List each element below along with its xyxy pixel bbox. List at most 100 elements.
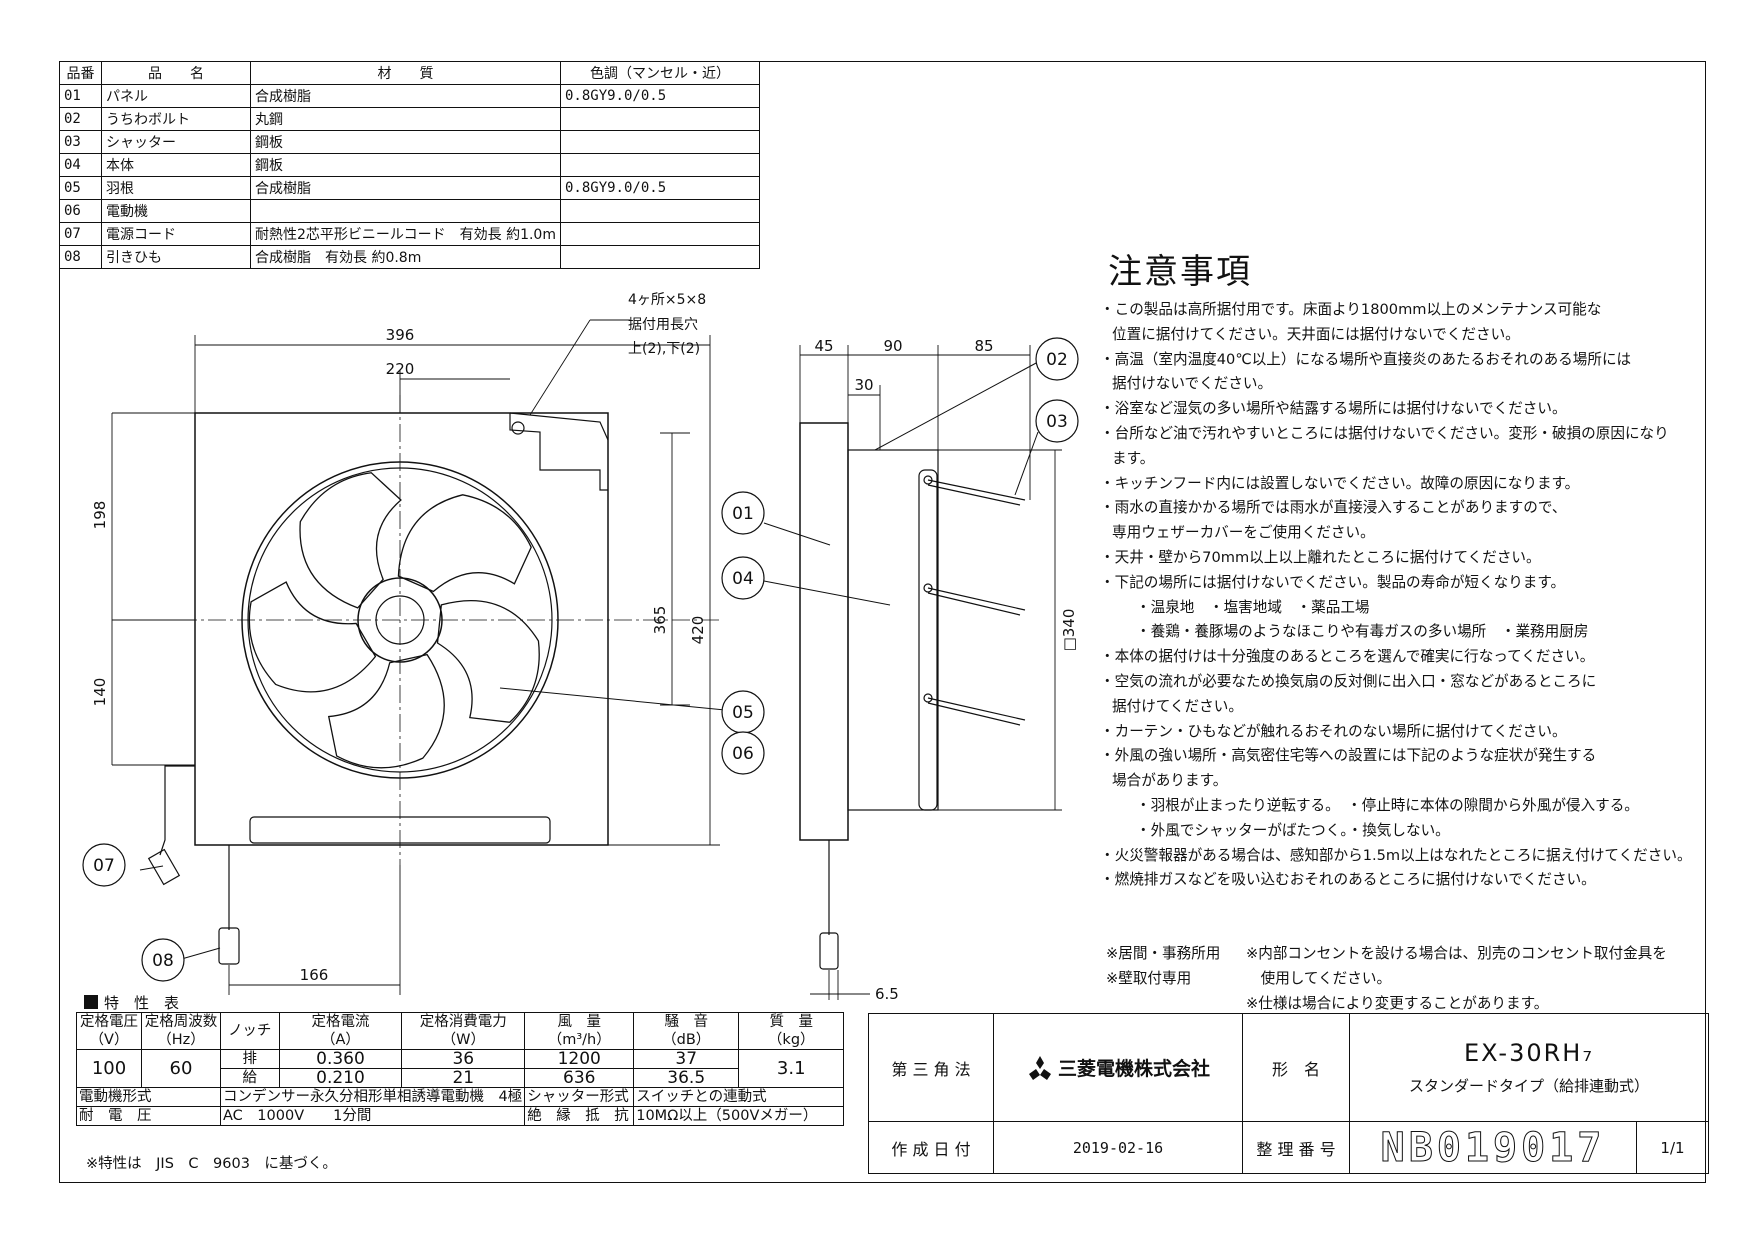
part-no: 02	[59, 107, 102, 131]
mount-hole	[511, 421, 525, 435]
spec-table: 定格電圧（V） 定格周波数（Hz） ノッチ 定格電流（A） 定格消費電力（W） …	[76, 1012, 845, 1126]
table-row: 電動機形式 コンデンサー永久分相形単相誘導電動機 4極 シャッター形式 スイッチ…	[76, 1087, 845, 1107]
front-dimensions	[111, 319, 720, 995]
spec-insulation-value: 10MΩ以上（500Vメガー）	[633, 1106, 845, 1126]
footnotes: ※居間・事務所用※内部コンセントを設ける場合は、別売のコンセント取付金具を ※壁…	[1106, 942, 1667, 1016]
table-row: 給 0.210 21 636 36.5	[77, 1068, 844, 1088]
mount-note-3: 上(2),下(2)	[628, 341, 700, 357]
note-line: ・本体の据付けは十分強度のあるところを選んで確実に行なってください。	[1100, 648, 1595, 666]
dim-30: 30	[854, 376, 873, 394]
power-cord	[159, 765, 195, 856]
spec-noise: 37	[633, 1049, 740, 1069]
callout-04: 04	[732, 569, 754, 589]
footnote-value: ※内部コンセントを設ける場合は、別売のコンセント取付金具を	[1246, 945, 1667, 962]
spec-motor-value: コンデンサー永久分相形単相誘導電動機 4極	[219, 1087, 526, 1107]
spec-voltage: 100	[76, 1049, 142, 1088]
spec-h-voltage: 定格電圧（V）	[76, 1012, 142, 1050]
panel-top-right	[509, 412, 609, 441]
note-line: ・雨水の直接かかる場所では雨水が直接浸入することがありますので、	[1100, 499, 1567, 517]
spec-airflow: 636	[524, 1068, 635, 1088]
shutter-plate	[918, 469, 938, 811]
note-line: ・外風の強い場所・高気密住宅等への設置には下記のような症状が発生する	[1100, 747, 1597, 765]
fan-hub	[357, 577, 443, 663]
front-view: 396 220 198 140 365 420 166 4ヶ所×5×8 据付用長…	[91, 292, 720, 995]
note-line: ・下記の場所には据付けないでください。製品の寿命が短くなります。	[1100, 573, 1566, 591]
spec-h-noise: 騒 音（dB）	[633, 1012, 740, 1050]
side-pull-knob	[819, 932, 839, 970]
spec-airflow: 1200	[524, 1049, 635, 1069]
date-value: 2019-02-16	[993, 1121, 1243, 1174]
part-material: 鋼板	[250, 153, 561, 177]
part-color: 0.8GY9.0/0.5	[559, 84, 760, 108]
spec-h-mass: 質 量（kg）	[738, 1012, 845, 1050]
mitsubishi-logo-icon	[1028, 1055, 1051, 1080]
side-view: 45 90 85 30 □340 6.5	[799, 337, 1078, 1003]
fan-blade	[299, 472, 402, 609]
note-line: ・キッチンフード内には設置しないでください。故障の原因になります。	[1100, 474, 1580, 492]
mount-note-1: 4ヶ所×5×8	[628, 292, 706, 308]
dim-140: 140	[91, 678, 109, 707]
dim-365: 365	[651, 606, 669, 635]
note-line: ます。	[1112, 449, 1155, 467]
footnote-row: ※壁取付専用 使用してください。	[1106, 967, 1667, 992]
mount-note-2: 据付用長穴	[628, 317, 698, 333]
cord-plug	[147, 848, 181, 886]
callout-08: 08	[152, 951, 174, 971]
callout-03: 03	[1046, 412, 1068, 432]
caution-notes: 注意事項 ・この製品は高所据付用です。床面より1800mm以上のメンテナンス可能…	[1100, 250, 1700, 893]
spec-h-airflow: 風 量（m³/h）	[524, 1012, 635, 1050]
table-row: 100 60 排 0.360 36 1200 37 3.1	[76, 1049, 845, 1088]
note-line: ・燃焼排ガスなどを吸い込むおそれのあるところに据付けないでください。	[1100, 871, 1596, 889]
callout-06: 06	[732, 744, 754, 764]
dim-45: 45	[814, 337, 833, 355]
part-name: 電源コード	[101, 222, 251, 246]
spec-withstand-value: AC 1000V 1分間	[219, 1106, 526, 1126]
spec-shutter-label: シャッター形式	[524, 1087, 635, 1107]
fan-blade	[327, 653, 445, 769]
note-line: ・天井・壁から70mm以上以上離れたところに据付けてください。	[1100, 548, 1541, 566]
spec-motor-label: 電動機形式	[76, 1087, 221, 1107]
note-line: ・外風でシャッターがばたつく。・換気しない。	[1136, 821, 1450, 839]
note-line: ・空気の流れが必要なため換気扇の反対側に出入口・窓などがあるところに	[1100, 672, 1597, 690]
shutter-pivot	[923, 693, 933, 703]
part-material: 合成樹脂 有効長 約0.8m	[250, 245, 561, 269]
part-no: 08	[59, 245, 102, 269]
dim-420: 420	[689, 616, 707, 645]
spec-notch: 排	[220, 1049, 280, 1069]
fan-blade	[436, 600, 540, 723]
part-material: 耐熱性2芯平形ビニールコード 有効長 約1.0m	[250, 222, 561, 246]
company-cell: 三菱電機株式会社	[993, 1013, 1243, 1122]
spec-freq: 60	[141, 1049, 221, 1088]
model-cell: EX-30RH₇ スタンダードタイプ（給排連動式）	[1349, 1013, 1709, 1122]
pull-knob	[218, 927, 240, 965]
spec-power: 21	[401, 1068, 526, 1088]
spec-current: 0.360	[278, 1049, 403, 1069]
drawing-frame	[59, 61, 1706, 1183]
shutter-blade	[927, 587, 1026, 616]
note-line: ・この製品は高所据付用です。床面より1800mm以上のメンテナンス可能な	[1100, 301, 1602, 318]
callout-07: 07	[93, 856, 115, 876]
fan-hub-inner	[375, 595, 425, 645]
dim-340: □340	[1060, 609, 1078, 652]
callout-02: 02	[1046, 350, 1068, 370]
dim-198: 198	[91, 501, 109, 530]
number-label: 整 理 番 号	[1242, 1121, 1350, 1174]
shutter-blade	[927, 479, 1026, 506]
fan-ring	[241, 461, 559, 779]
panel-outline	[194, 412, 609, 846]
fan-blades	[248, 472, 540, 769]
part-name: 本体	[101, 153, 251, 177]
note-line: 据付けてください。	[1112, 697, 1243, 715]
part-color	[559, 245, 760, 269]
spec-noise: 36.5	[633, 1068, 740, 1088]
date-label: 作 成 日 付	[868, 1121, 994, 1174]
note-line: ・羽根が止まったり逆転する。 ・停止時に本体の隙間から外風が侵入する。	[1136, 796, 1639, 814]
callout-01: 01	[732, 504, 754, 524]
dim-220: 220	[386, 360, 415, 378]
dim-6-5: 6.5	[875, 985, 899, 1003]
